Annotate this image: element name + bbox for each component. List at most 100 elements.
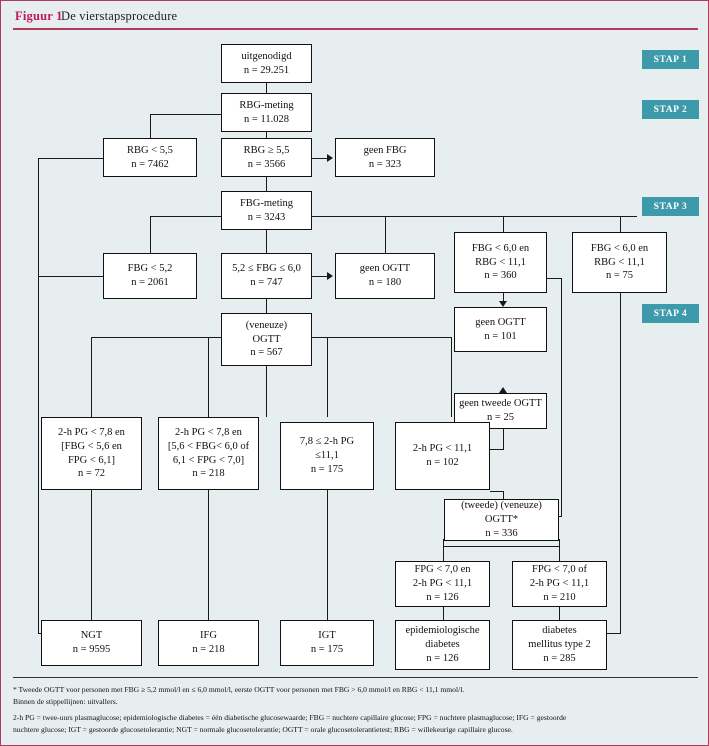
- node-line: FBG < 6,0 en: [471, 242, 530, 254]
- node-line: [5,6 < FBG< 6,0 of: [167, 440, 250, 452]
- node-line: RBG-meting: [239, 99, 294, 111]
- node-count: n = 2061: [131, 277, 169, 288]
- node-result-epidemiologische-diabetes[interactable]: epidemiologische diabetes n = 126: [395, 620, 490, 670]
- node-line: 5,2 ≤ FBG ≤ 6,0: [232, 263, 301, 275]
- node-pg-218[interactable]: 2-h PG < 7,8 en [5,6 < FBG< 6,0 of 6,1 <…: [158, 417, 259, 490]
- connector: [91, 490, 93, 620]
- node-line: RBG < 11,1: [594, 256, 645, 268]
- node-geen-ogtt-101[interactable]: geen OGTT n = 101: [454, 307, 547, 352]
- node-count: n = 323: [368, 158, 402, 170]
- arrow-right-icon: [327, 154, 333, 162]
- connector: [150, 216, 152, 253]
- connector: [490, 449, 504, 451]
- node-rbg-meting[interactable]: RBG-meting n = 11.028: [221, 93, 312, 132]
- connector: [559, 539, 561, 547]
- node-line: 2-h PG < 7,8 en: [175, 426, 242, 438]
- node-count: n = 175: [310, 463, 344, 475]
- footnote-line-4: nuchtere glucose; IGT = gestoorde glucos…: [13, 725, 513, 734]
- connector: [266, 175, 268, 191]
- connector: [312, 276, 330, 278]
- node-count: n = 11.028: [244, 113, 289, 125]
- node-fbg-rbg-75[interactable]: FBG < 6,0 en RBG < 11,1 n = 75: [572, 232, 667, 293]
- node-count: n = 567: [250, 347, 283, 359]
- node-result-ngt[interactable]: NGT n = 9595: [41, 620, 142, 666]
- connector: [503, 216, 505, 232]
- node-line: OGTT: [252, 333, 281, 345]
- node-geen-ogtt-180[interactable]: geen OGTT n = 180: [335, 253, 435, 299]
- node-line: IGT: [318, 630, 336, 642]
- connector: [503, 293, 505, 305]
- node-count: n = 218: [192, 644, 225, 655]
- node-count: n = 210: [543, 591, 576, 603]
- node-line: FBG < 5,2: [127, 263, 173, 275]
- connector-bus: [443, 546, 559, 548]
- connector: [266, 83, 268, 99]
- node-fpg-210[interactable]: FPG < 7,0 of 2-h PG < 11,1 n = 210: [512, 561, 607, 607]
- node-count: n = 101: [484, 330, 517, 342]
- node-count: n = 3566: [247, 158, 286, 170]
- node-line: FPG < 7,0 en: [414, 564, 471, 576]
- node-count: n = 7462: [131, 158, 169, 170]
- node-count: n = 102: [426, 457, 459, 468]
- connector: [503, 491, 505, 500]
- node-ogtt-567[interactable]: (veneuze) OGTT n = 567: [221, 313, 312, 366]
- node-line: (veneuze): [245, 319, 288, 331]
- node-fbg-52-60[interactable]: 5,2 ≤ FBG ≤ 6,0 n = 747: [221, 253, 312, 299]
- node-line: NGT: [80, 630, 103, 642]
- connector: [150, 114, 152, 148]
- node-uitgenodigd[interactable]: uitgenodigd n = 29.251: [221, 44, 312, 83]
- header-rule: [13, 28, 698, 30]
- node-count: n = 336: [485, 527, 518, 539]
- footnote-line-1: * Tweede OGTT voor personen met FBG ≥ 5,…: [13, 685, 465, 694]
- node-line: epidemiologische: [405, 625, 480, 637]
- node-count: n = 29.251: [243, 64, 290, 76]
- node-line: 2-h PG < 7,8 en: [58, 426, 125, 438]
- node-fbg-meting[interactable]: FBG-meting n = 3243: [221, 191, 312, 230]
- node-fbg-lt-52[interactable]: FBG < 5,2 n = 2061: [103, 253, 197, 299]
- node-rbg-ge-55[interactable]: RBG ≥ 5,5 n = 3566: [221, 138, 312, 177]
- node-count: n = 126: [426, 652, 459, 664]
- node-line: OGTT*: [484, 514, 519, 526]
- node-line: 2-h PG < 11,1: [412, 443, 473, 455]
- figure-label: Figuur 1: [15, 9, 63, 23]
- connector: [607, 633, 621, 635]
- node-result-ifg[interactable]: IFG n = 218: [158, 620, 259, 666]
- arrow-up-icon: [499, 387, 507, 393]
- connector: [547, 278, 562, 280]
- node-result-igt[interactable]: IGT n = 175: [280, 620, 374, 666]
- node-line: RBG < 11,1: [475, 256, 526, 268]
- node-count: n = 72: [78, 468, 105, 480]
- connector: [208, 337, 210, 417]
- connector: [451, 337, 453, 417]
- step-badge-4: STAP 4: [642, 304, 699, 323]
- node-fbg-rbg-360[interactable]: FBG < 6,0 en RBG < 11,1 n = 360: [454, 232, 547, 293]
- node-pg-102[interactable]: 2-h PG < 11,1 n = 102: [395, 422, 490, 490]
- node-count: n = 360: [484, 270, 517, 282]
- node-tweede-ogtt-336[interactable]: (tweede) (veneuze) OGTT* n = 336: [444, 499, 559, 541]
- connector: [266, 350, 268, 417]
- node-line: mellitus type 2: [528, 639, 591, 651]
- node-count: n = 75: [606, 270, 633, 282]
- node-count: n = 285: [543, 652, 576, 664]
- node-geen-fbg[interactable]: geen FBG n = 323: [335, 138, 435, 177]
- node-pg-175[interactable]: 7,8 ≤ 2-h PG ≤11,1 n = 175: [280, 422, 374, 490]
- figure-title: De vierstapsprocedure: [61, 9, 178, 23]
- connector-bus: [150, 216, 637, 218]
- node-line: FBG < 6,0 en: [590, 242, 649, 254]
- node-fpg-126[interactable]: FPG < 7,0 en 2-h PG < 11,1 n = 126: [395, 561, 490, 607]
- connector: [38, 158, 113, 160]
- node-pg-72[interactable]: 2-h PG < 7,8 en [FBG < 5,6 en FPG < 6,1]…: [41, 417, 142, 490]
- node-count: n = 218: [192, 468, 225, 480]
- connector: [38, 276, 113, 278]
- node-line: RBG < 5,5: [127, 144, 173, 156]
- node-line: [FBG < 5,6 en: [61, 440, 122, 452]
- node-line: 7,8 ≤ 2-h PG: [299, 436, 355, 448]
- footnote-line-3: 2-h PG = twee-uurs plasmaglucose; epidem…: [13, 713, 567, 722]
- connector: [327, 490, 329, 620]
- node-result-diabetes-mellitus-type-2[interactable]: diabetes mellitus type 2 n = 285: [512, 620, 607, 670]
- node-line: diabetes: [542, 625, 577, 637]
- step-badge-1: STAP 1: [642, 50, 699, 69]
- node-line: (tweede) (veneuze): [461, 500, 542, 512]
- node-rbg-lt-55[interactable]: RBG < 5,5 n = 7462: [103, 138, 197, 177]
